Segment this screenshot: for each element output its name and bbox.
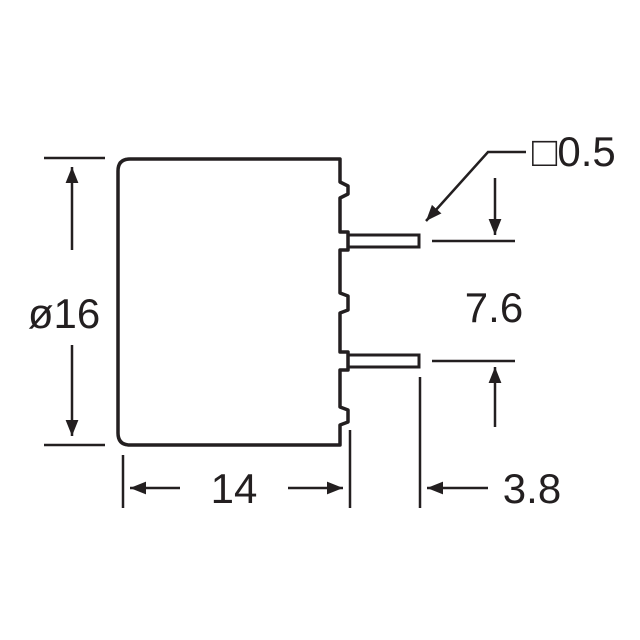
pin-length-label: 3.8: [503, 465, 561, 512]
diameter-dimension: [44, 156, 105, 447]
terminal-pins: [348, 233, 421, 369]
pin-pitch-dimension: [432, 178, 515, 427]
component-body: [116, 157, 350, 447]
body-length-dimension: [121, 430, 352, 508]
pin-length-dimension: [418, 377, 488, 508]
pin-size-leader: [425, 150, 526, 222]
upper-pin: [348, 233, 421, 249]
pin-pitch-label: 7.6: [465, 284, 523, 331]
diameter-label: ø16: [28, 290, 100, 337]
body-length-label: 14: [211, 465, 258, 512]
pin-size-label: □0.5: [532, 128, 616, 175]
lower-pin: [348, 353, 421, 369]
